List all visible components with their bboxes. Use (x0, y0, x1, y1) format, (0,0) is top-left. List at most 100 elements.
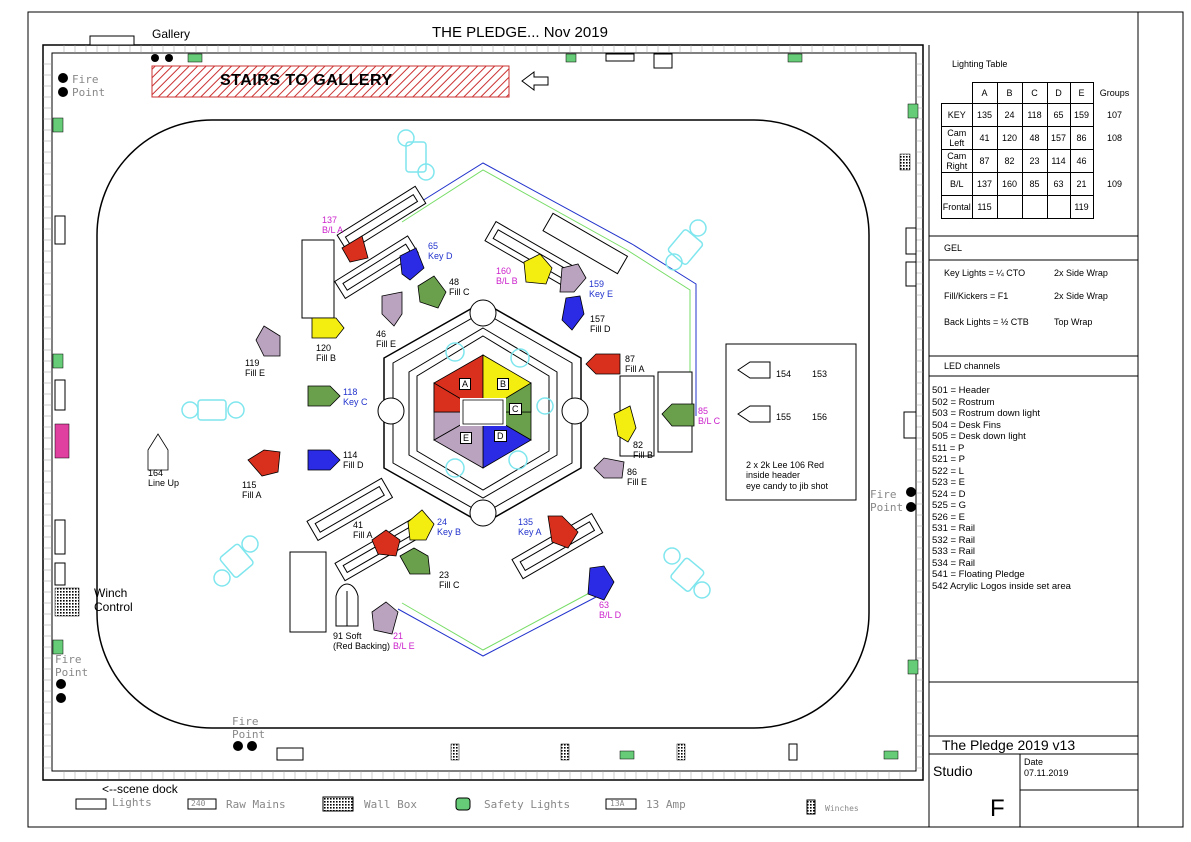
lighting-row-label: Frontal (941, 194, 973, 219)
col-groups: Groups (1099, 87, 1130, 98)
lamp-135-marker (547, 515, 579, 549)
date-label: Date (1024, 757, 1044, 767)
lamp-119-marker (255, 325, 281, 357)
legend-amp: 13 Amp (646, 798, 686, 811)
legend-raw-mains-code: 240 (191, 799, 206, 808)
led-channel-item: 541 = Floating Pledge (932, 569, 1025, 580)
led-channel-item: 522 = L (932, 465, 964, 477)
led-channel-item: 505 = Desk down light (932, 431, 1026, 442)
lamp-markers (147, 235, 695, 635)
desk-label-c: C (509, 403, 522, 416)
lighting-cell: 135 (971, 102, 998, 127)
side-box-156: 156 (812, 412, 828, 422)
lamp-137-marker (341, 235, 369, 263)
lamp-48-marker (417, 275, 447, 309)
red-lights-box (725, 343, 857, 501)
lighting-row-label: B/L (941, 171, 973, 196)
col-e: E (1069, 82, 1094, 104)
lighting-cell: 23 (1021, 148, 1048, 173)
lighting-table-title: Lighting Table (952, 59, 1008, 69)
lighting-cell: 114 (1046, 148, 1071, 173)
legend-raw-mains: Raw Mains (226, 798, 286, 811)
page-frame (27, 11, 1184, 828)
lighting-row-group: 107 (1106, 109, 1123, 120)
lighting-cell: 137 (971, 171, 998, 196)
gallery-label: Gallery (152, 27, 191, 41)
stairs-arrow-icon (521, 71, 549, 91)
legend-wall-box: Wall Box (364, 798, 417, 811)
desk-label-e: E (460, 432, 473, 445)
lamp-159-marker (559, 263, 587, 293)
wall-boxes (54, 153, 911, 761)
lighting-cell (996, 194, 1023, 219)
pink-wall-box (54, 423, 70, 459)
lighting-cell: 120 (996, 125, 1023, 150)
side-box-154: 154 (776, 369, 792, 379)
led-channel-item: 523 = E (932, 477, 966, 488)
lamp-160-marker (523, 253, 553, 285)
desk-label-d: D (494, 430, 507, 443)
lighting-cell: 82 (996, 148, 1023, 173)
lighting-row-group: 109 (1106, 178, 1123, 189)
fire-point-dots (56, 54, 916, 751)
lighting-cell: 119 (1069, 194, 1094, 219)
led-channel-item: 521 = P (932, 454, 966, 465)
lamp-154-marker (737, 361, 771, 379)
lamp-86-marker (593, 457, 625, 479)
rails (397, 162, 697, 657)
stairs-to-gallery (151, 65, 510, 98)
lighting-cell: 157 (1046, 125, 1071, 150)
lighting-cell: 24 (996, 102, 1023, 127)
gel-row-3-wrap: Top Wrap (1054, 317, 1093, 327)
lighting-cell: 160 (996, 171, 1023, 196)
lamp-118-marker (307, 385, 341, 407)
studio-outer-wall (42, 44, 924, 781)
legend-safety-lights: Safety Lights (484, 798, 571, 811)
legend-amp-code: 13A (610, 799, 625, 808)
gallery-notch (89, 35, 135, 46)
safety-lights (52, 53, 919, 760)
lighting-cell: 85 (1021, 171, 1048, 196)
date-value: 07.11.2019 (1024, 768, 1069, 778)
lighting-cell: 48 (1021, 125, 1048, 150)
lighting-cell: 21 (1069, 171, 1094, 196)
legend-winches: Winches (825, 804, 859, 813)
side-box-153: 153 (812, 369, 828, 379)
led-channel-item: 526 = E (932, 511, 966, 523)
lamp-46-marker (381, 291, 403, 327)
col-c: C (1021, 82, 1048, 104)
gel-row-1-label: Key Lights = ¼ CTO (944, 268, 1026, 278)
lighting-row-group (1093, 195, 1136, 218)
lighting-cell: 159 (1069, 102, 1094, 127)
lighting-cell: 118 (1021, 102, 1048, 127)
lamp-82-marker (613, 405, 637, 443)
lamp-24-marker (407, 509, 435, 541)
lamp-63-marker (587, 565, 615, 601)
lamp-label-91: 91 Soft(Red Backing) (333, 631, 391, 652)
lighting-cell: 65 (1046, 102, 1071, 127)
rostrum-hexagon (377, 299, 589, 527)
led-channel-item: 534 = Rail (932, 557, 976, 569)
